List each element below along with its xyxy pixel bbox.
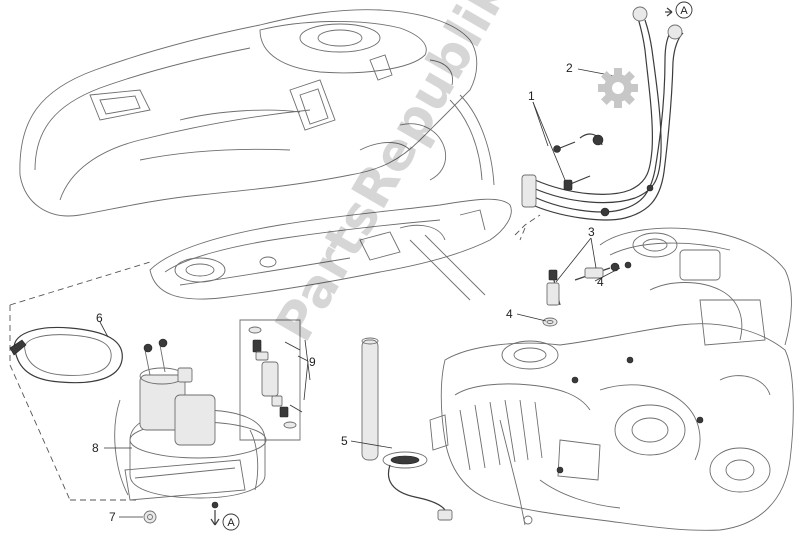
callout-1: 1 <box>528 89 535 103</box>
ref-a-top-label: A <box>680 5 688 17</box>
engine <box>429 227 794 531</box>
gear-tooth <box>614 68 622 77</box>
callout-4-left: 4 <box>506 307 513 321</box>
fuel-hoses <box>521 6 684 221</box>
fuel-tank <box>19 9 512 301</box>
ref-a-bottom-label: A <box>227 517 235 529</box>
clamp-part-4 <box>542 317 558 327</box>
callout-2: 2 <box>566 61 573 75</box>
nut-part-7 <box>143 510 157 524</box>
ref-a-bottom: A <box>222 513 240 531</box>
leader-lines <box>99 7 673 526</box>
level-sensor-part-5 <box>361 337 453 521</box>
callout-labels: 1 2 3 4 4 5 6 7 8 9 A A <box>92 1 693 531</box>
gear-icon <box>598 68 638 108</box>
bolt-part-1 <box>553 133 604 191</box>
ref-a-top: A <box>675 1 693 19</box>
callout-9: 9 <box>309 355 316 369</box>
assembly-outline <box>9 214 541 501</box>
gear-tooth <box>614 99 622 108</box>
quick-connector-part-3 <box>546 261 632 306</box>
callout-6: 6 <box>96 311 103 325</box>
callout-5: 5 <box>341 434 348 448</box>
watermark: PartsRepublik <box>264 0 522 351</box>
fuel-filter-kit-part-9 <box>239 319 311 441</box>
callout-8: 8 <box>92 441 99 455</box>
callout-3: 3 <box>588 225 595 239</box>
callout-4-right: 4 <box>597 275 604 289</box>
callout-7: 7 <box>109 510 116 524</box>
gasket-part-6 <box>9 326 123 384</box>
fuel-pump-part-8 <box>114 338 267 509</box>
